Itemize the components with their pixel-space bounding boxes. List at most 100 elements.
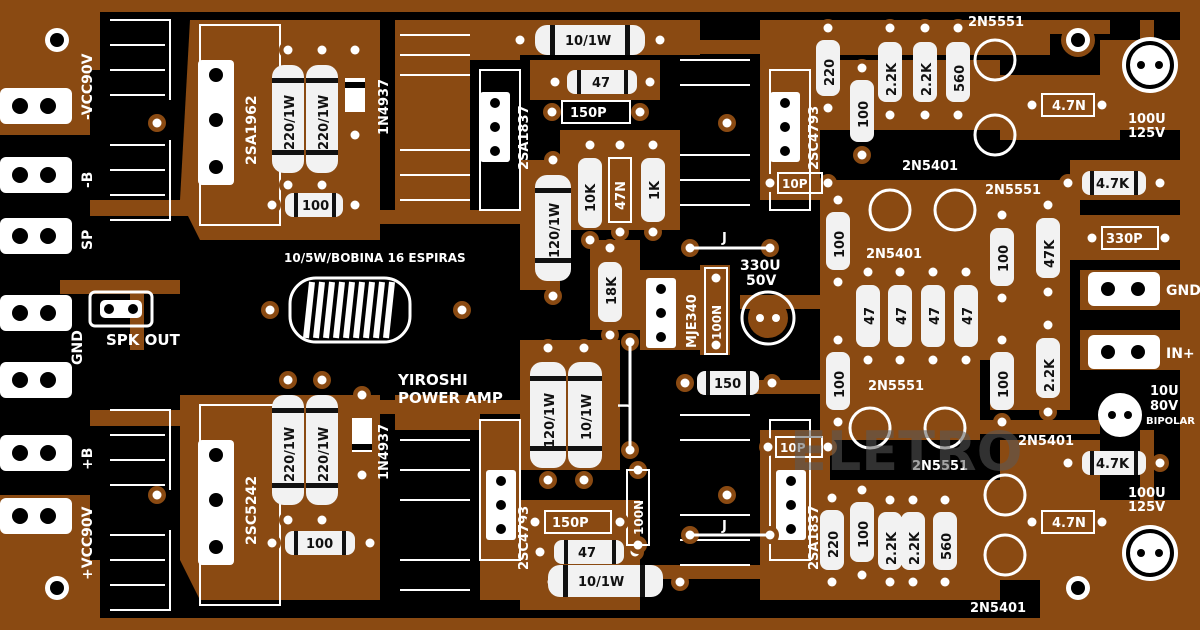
transistor-q3: 2N5551 xyxy=(985,183,1041,198)
resistor-47-top: 47 xyxy=(546,70,659,94)
label-vcc-neg: -VCC90V xyxy=(80,53,96,120)
svg-text:120/1W: 120/1W xyxy=(548,203,563,258)
transistor-q1: 2N5551 xyxy=(968,15,1024,30)
resistor-10k: 10K xyxy=(578,136,602,249)
svg-text:50V: 50V xyxy=(746,273,776,289)
svg-text:100U: 100U xyxy=(1128,112,1166,127)
svg-text:10P: 10P xyxy=(782,177,808,191)
resistor-47k: 47K xyxy=(1036,196,1060,301)
capacitor-47n: 47N xyxy=(608,136,632,241)
label-gnd-left: GND xyxy=(70,330,86,365)
resistor-2k2-c: 2.2K xyxy=(1036,316,1060,421)
jumpers: J J J xyxy=(617,231,779,544)
svg-text:1K: 1K xyxy=(648,180,663,200)
svg-text:100N: 100N xyxy=(632,500,646,535)
transistor-drv-top: 2SA1837 xyxy=(517,105,532,170)
resistor-4k7-bottom: 4.7K xyxy=(1059,451,1169,475)
small-resistors: 100 100 47 47 10K 1K xyxy=(263,19,1169,591)
resistor-100-r6: 100 xyxy=(850,481,874,584)
svg-text:150P: 150P xyxy=(552,516,589,531)
svg-text:330U: 330U xyxy=(740,258,781,274)
svg-text:18K: 18K xyxy=(605,276,620,305)
capacitor-10p-top: 10P xyxy=(761,172,837,194)
resistor-47-bottom: 47 xyxy=(531,540,644,564)
svg-text:560: 560 xyxy=(940,533,955,560)
svg-text:125V: 125V xyxy=(1128,126,1165,141)
svg-text:330P: 330P xyxy=(1106,232,1143,247)
svg-text:10K: 10K xyxy=(584,183,599,212)
label-gnd-right: GND xyxy=(1166,283,1200,299)
resistor-220-1w-d: 220/1W xyxy=(306,371,338,529)
jumper-top-label: J xyxy=(721,231,727,246)
resistor-18k: 18K xyxy=(598,239,622,344)
svg-text:47: 47 xyxy=(928,307,943,325)
watermark-text: ELETRO xyxy=(790,420,1023,483)
title-block: YIROSHI POWER AMP xyxy=(397,371,503,407)
diodes: 1N4937 1N4937 xyxy=(345,41,392,484)
svg-text:150: 150 xyxy=(714,377,741,392)
resistor-2k2-e: 2.2K xyxy=(901,491,925,591)
capacitor-330p: 330P xyxy=(1083,226,1174,250)
svg-text:220/1W: 220/1W xyxy=(283,95,298,150)
resistor-100-top: 100 xyxy=(263,193,364,217)
title-line-2: POWER AMP xyxy=(398,389,503,407)
svg-text:10/1W: 10/1W xyxy=(580,394,595,440)
capacitor-150p-bottom: 150P xyxy=(526,510,629,534)
svg-text:4.7K: 4.7K xyxy=(1096,177,1130,192)
right-connectors xyxy=(1088,272,1160,369)
capacitor-10p-bottom: 10P xyxy=(759,436,837,458)
svg-text:125V: 125V xyxy=(1128,500,1165,515)
svg-text:100: 100 xyxy=(833,371,848,398)
svg-text:150P: 150P xyxy=(570,106,607,121)
svg-text:47: 47 xyxy=(895,307,910,325)
capacitor-150p-top: 150P xyxy=(543,100,649,124)
resistor-47-a: 47 xyxy=(856,263,880,369)
resistor-100-r4: 100 xyxy=(826,331,850,431)
resistor-220-bottom: 220 xyxy=(820,489,844,591)
resistor-560-top: 560 xyxy=(946,19,970,124)
resistor-100-r5: 100 xyxy=(990,331,1014,431)
resistor-220-1w-c: 220/1W xyxy=(272,371,304,529)
svg-text:10P: 10P xyxy=(780,441,806,455)
capacitor-100u-bottom: 100U 125V xyxy=(1122,486,1178,581)
coil-label: 10/5W/BOBINA 16 ESPIRAS xyxy=(284,251,466,265)
left-connectors xyxy=(0,88,154,534)
right-connector-labels: GND IN+ xyxy=(1166,283,1200,362)
svg-text:2.2K: 2.2K xyxy=(920,62,935,96)
label-b-neg: -B xyxy=(80,172,96,188)
label-in-pos: IN+ xyxy=(1166,346,1195,362)
small-transistor-labels: 2N5551 2N5401 2N5551 2N5401 2N5551 2N540… xyxy=(866,15,1074,616)
svg-text:47: 47 xyxy=(863,307,878,325)
resistor-47-d: 47 xyxy=(954,263,978,369)
resistor-10-1w-bottom: 10/1W xyxy=(543,565,689,597)
resistor-100-r3: 100 xyxy=(990,206,1014,307)
resistor-4k7-top: 4.7K xyxy=(1059,171,1169,195)
title-line-1: YIROSHI xyxy=(397,371,468,389)
left-connector-labels: -VCC90V -B SP GND SPK OUT +B +VCC90V xyxy=(70,53,181,580)
resistor-1k: 1K xyxy=(641,136,665,241)
heatsink-outlines xyxy=(110,19,811,611)
svg-text:2.2K: 2.2K xyxy=(885,62,900,96)
output-coil: 10/5W/BOBINA 16 ESPIRAS xyxy=(261,251,471,344)
svg-text:47K: 47K xyxy=(1043,239,1058,268)
diode-d2: 1N4937 xyxy=(377,424,392,480)
svg-text:47: 47 xyxy=(578,546,596,561)
svg-text:4.7N: 4.7N xyxy=(1052,516,1086,531)
svg-text:100: 100 xyxy=(997,245,1012,272)
resistor-2k2-a: 2.2K xyxy=(878,19,902,124)
label-vcc-pos: +VCC90V xyxy=(80,506,96,580)
transistor-q7: 2N5551 xyxy=(912,459,968,474)
svg-text:100U: 100U xyxy=(1128,486,1166,501)
resistor-100-r2: 100 xyxy=(826,191,850,291)
svg-text:220/1W: 220/1W xyxy=(283,427,298,482)
svg-text:80V: 80V xyxy=(1150,399,1178,414)
transistor-out-top: 2SA1962 xyxy=(244,95,260,165)
svg-text:100: 100 xyxy=(857,521,872,548)
svg-text:BIPOLAR: BIPOLAR xyxy=(1146,416,1195,427)
svg-text:100: 100 xyxy=(833,231,848,258)
svg-text:10U: 10U xyxy=(1150,384,1179,399)
svg-text:120/1W: 120/1W xyxy=(543,393,558,448)
svg-text:100N: 100N xyxy=(710,305,724,340)
jumper-bottom-label: J xyxy=(721,519,727,534)
resistor-10-1w-top: 10/1W xyxy=(511,25,669,55)
